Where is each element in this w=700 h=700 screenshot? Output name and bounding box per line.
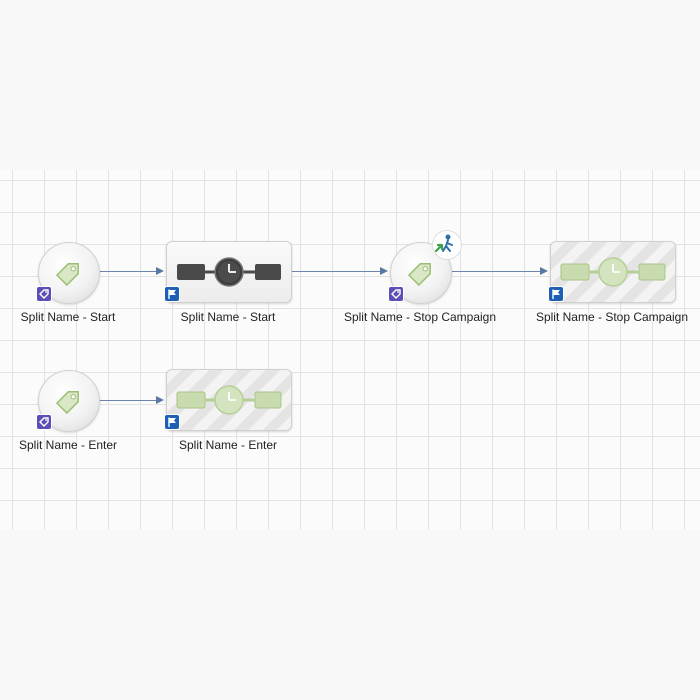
- wait-node-box[interactable]: [166, 369, 292, 431]
- node-label: Split Name - Start: [20, 310, 116, 324]
- tag-badge-icon: [388, 286, 404, 302]
- node-label: Split Name - Enter: [18, 438, 118, 452]
- workflow-canvas[interactable]: Split Name - Start Split Name - Start: [0, 170, 700, 530]
- exit-person-icon: [432, 230, 462, 260]
- connector-start-wait-to-stop-split[interactable]: [292, 267, 388, 275]
- wait-timer-icon: [177, 257, 281, 287]
- flag-badge-icon: [164, 414, 180, 430]
- wait-timer-icon: [560, 257, 666, 287]
- tag-badge-icon: [36, 414, 52, 430]
- wait-timer-icon: [176, 385, 282, 415]
- tag-icon: [407, 263, 431, 287]
- connector-stop-split-to-wait[interactable]: [452, 267, 548, 275]
- flag-badge-icon: [164, 286, 180, 302]
- node-label: Split Name - Enter: [178, 438, 278, 452]
- node-label: Split Name - Stop Campaign: [535, 310, 689, 324]
- wait-node-box[interactable]: [550, 241, 676, 303]
- tag-icon: [55, 263, 79, 287]
- node-label: Split Name - Start: [180, 310, 276, 324]
- node-label: Split Name - Stop Campaign: [343, 310, 497, 324]
- connector-start-split-to-wait[interactable]: [100, 267, 164, 275]
- flag-badge-icon: [548, 286, 564, 302]
- connector-enter-split-to-wait[interactable]: [100, 396, 164, 404]
- tag-icon: [55, 391, 79, 415]
- tag-badge-icon: [36, 286, 52, 302]
- wait-node-box[interactable]: [166, 241, 292, 303]
